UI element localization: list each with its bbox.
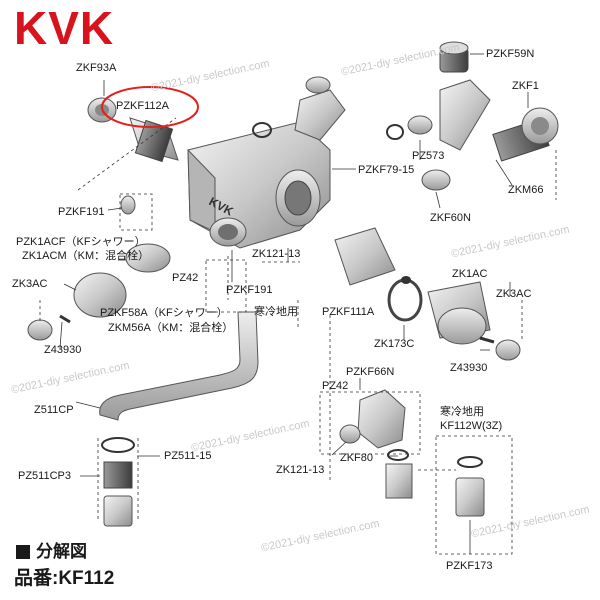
label-zk121-13-bottom: ZK121-13 <box>276 464 325 476</box>
label-kanrei-a: 寒冷地用 <box>254 306 298 318</box>
label-zkf1: ZKF1 <box>512 80 539 92</box>
dashed-guides <box>39 117 557 555</box>
elbow-group <box>339 389 485 517</box>
upper-connectors <box>252 41 559 191</box>
label-zkm66: ZKM66 <box>508 184 544 196</box>
label-pz511-15: PZ511-15 <box>164 450 212 462</box>
label-kanrei-b: 寒冷地用 <box>440 406 484 418</box>
label-pzkf191-b: PZKF191 <box>226 284 273 296</box>
label-zk3ac-left: ZK3AC <box>12 278 48 290</box>
label-pz511cp3: PZ511CP3 <box>18 470 71 482</box>
label-zkf80: ZKF80 <box>340 452 374 464</box>
label-pzkf173: PZKF173 <box>446 560 493 572</box>
label-z511cp: Z511CP <box>34 404 74 416</box>
label-pz573: PZ573 <box>412 150 445 162</box>
label-kf112w: KF112W(3Z) <box>440 420 503 432</box>
model-number: 品番:KF112 <box>14 568 115 589</box>
mixer-valve-body: KVK <box>187 121 331 249</box>
right-handle-group <box>334 227 521 361</box>
leader-lines <box>59 53 529 554</box>
label-pzkf79-15: PZKF79-15 <box>358 164 415 176</box>
label-zk121-13-top: ZK121-13 <box>252 248 301 260</box>
label-z43930-right: Z43930 <box>450 362 488 374</box>
label-zkm56a: ZKM56A（KM：混合栓） <box>108 322 234 334</box>
label-pzkf66n: PZKF66N <box>346 366 395 378</box>
label-pz42-bottom: PZ42 <box>322 380 349 392</box>
label-pzkf112a: PZKF112A <box>116 100 169 112</box>
label-zkf93a: ZKF93A <box>76 62 117 74</box>
label-zk1acm: ZK1ACM（KM：混合栓） <box>22 250 150 262</box>
kvk-logo: KVK <box>14 2 115 54</box>
label-zk173c: ZK173C <box>374 338 415 350</box>
highlight-ring <box>101 86 199 128</box>
label-pz42-top: PZ42 <box>172 272 199 284</box>
label-pzkf111a: PZKF111A <box>322 306 375 318</box>
label-pzkf59n: PZKF59N <box>486 48 535 60</box>
label-pzk1acf: PZK1ACF（KFシャワー） <box>16 236 146 248</box>
diagram-heading: 分解図 <box>36 542 87 561</box>
left-handle-group <box>27 195 171 341</box>
label-pzkf191-a: PZKF191 <box>58 206 105 218</box>
label-zk1ac: ZK1AC <box>452 268 488 280</box>
label-z43930-left: Z43930 <box>44 344 82 356</box>
label-zk3ac-right: ZK3AC <box>496 288 532 300</box>
label-pzkf58a: PZKF58A（KFシャワー） <box>100 307 228 319</box>
spout-assembly <box>99 311 259 527</box>
label-zkf60n: ZKF60N <box>430 212 471 224</box>
title-square-icon <box>16 545 30 559</box>
